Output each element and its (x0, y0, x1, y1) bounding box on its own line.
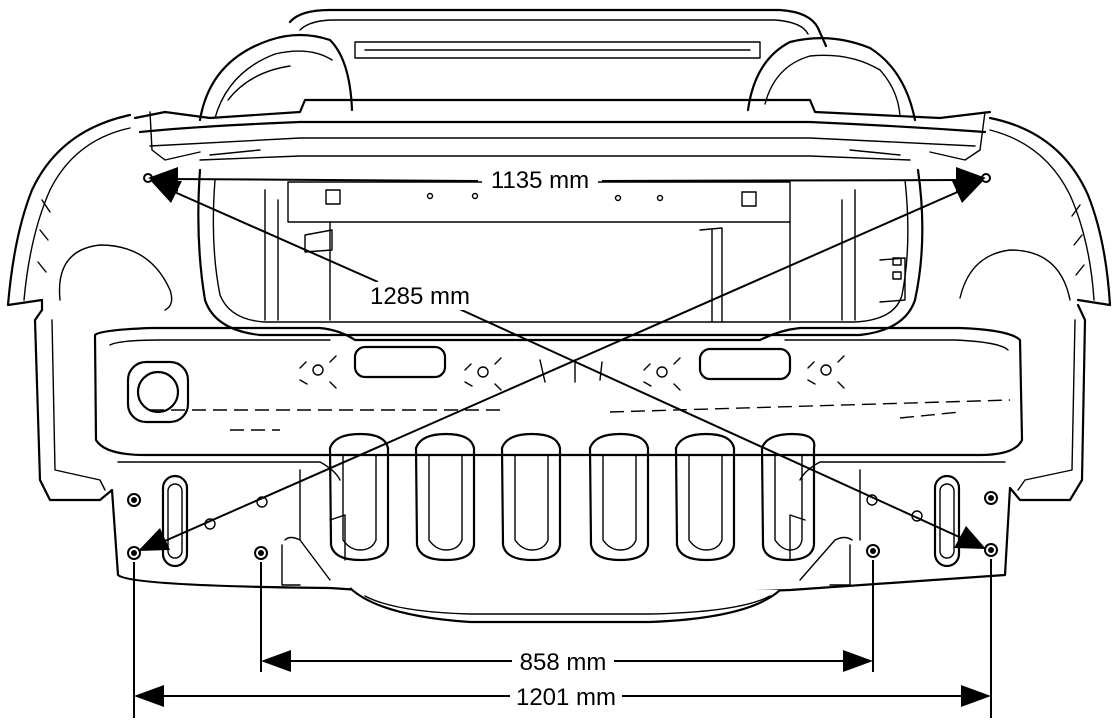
arrow-head-diagonal-br-icon (954, 526, 986, 549)
dimension-inner-lower-width: 858 mm (261, 649, 873, 676)
arrow-head-diagonal-bl-icon (138, 528, 170, 551)
arrow-head-diagonal-tl-icon (150, 180, 182, 203)
bumper-ribs (328, 432, 816, 562)
point-lower-right-outer (984, 543, 998, 557)
dimension-outer-lower-width: 1201 mm (134, 684, 991, 711)
vehicle-rear-body-panel (6, 8, 1112, 624)
dimension-upper-width: 1135 mm (148, 164, 986, 194)
arrow-head-1201-left-icon (134, 685, 164, 707)
dimension-diagonal-1 (150, 180, 986, 549)
arrow-head-858-right-icon (843, 650, 873, 672)
arrow-head-858-left-icon (261, 650, 291, 672)
dimension-label-858: 858 mm (520, 649, 607, 676)
measurement-points (127, 173, 998, 560)
dimension-diagonal-2 (138, 180, 984, 551)
dimension-label-1201: 1201 mm (516, 684, 616, 711)
extension-lines (133, 559, 992, 718)
dimension-label-1285: 1285 mm (370, 283, 470, 310)
dimension-label-1135: 1135 mm (491, 167, 589, 194)
point-lower-right-inner (866, 544, 880, 558)
point-lower-left-outer (127, 546, 141, 560)
arrow-head-diagonal-tr-icon (952, 180, 984, 203)
arrow-head-1201-right-icon (961, 685, 991, 707)
dimension-diagonal-label: 1285 mm (366, 282, 476, 310)
point-lower-left-inner (254, 546, 268, 560)
